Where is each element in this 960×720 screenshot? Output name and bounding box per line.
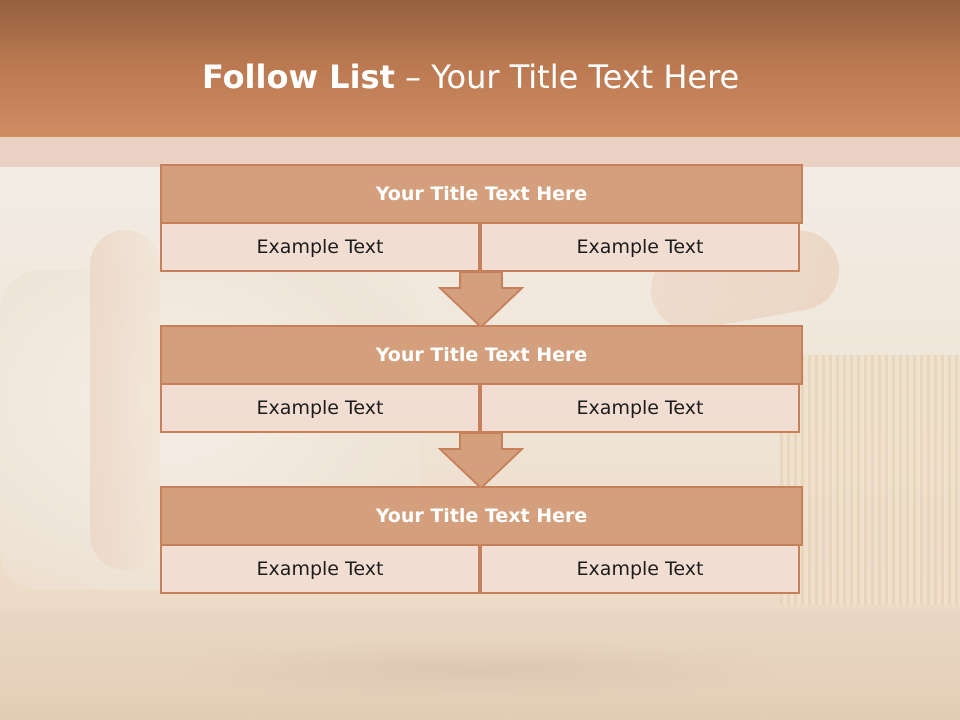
block-right-cell[interactable]: Example Text [480, 383, 800, 433]
block-right-cell[interactable]: Example Text [480, 222, 800, 272]
slide-header [0, 0, 960, 137]
header-band [0, 137, 960, 167]
arrow-down-icon [438, 432, 524, 490]
block-left-cell[interactable]: Example Text [160, 383, 480, 433]
slide-title[interactable]: Follow List – Your Title Text Here [202, 57, 739, 97]
arrow-down-icon [438, 271, 524, 329]
title-rest-text: – Your Title Text Here [394, 58, 740, 96]
title-bold-text: Follow List [202, 58, 395, 96]
background-mat [780, 355, 960, 605]
block-left-cell[interactable]: Example Text [160, 544, 480, 594]
block-title[interactable]: Your Title Text Here [160, 164, 803, 224]
block-title[interactable]: Your Title Text Here [160, 325, 803, 385]
block-title[interactable]: Your Title Text Here [160, 486, 803, 546]
block-right-cell[interactable]: Example Text [480, 544, 800, 594]
background-arm [90, 230, 160, 570]
block-left-cell[interactable]: Example Text [160, 222, 480, 272]
water-ripple [160, 640, 800, 700]
